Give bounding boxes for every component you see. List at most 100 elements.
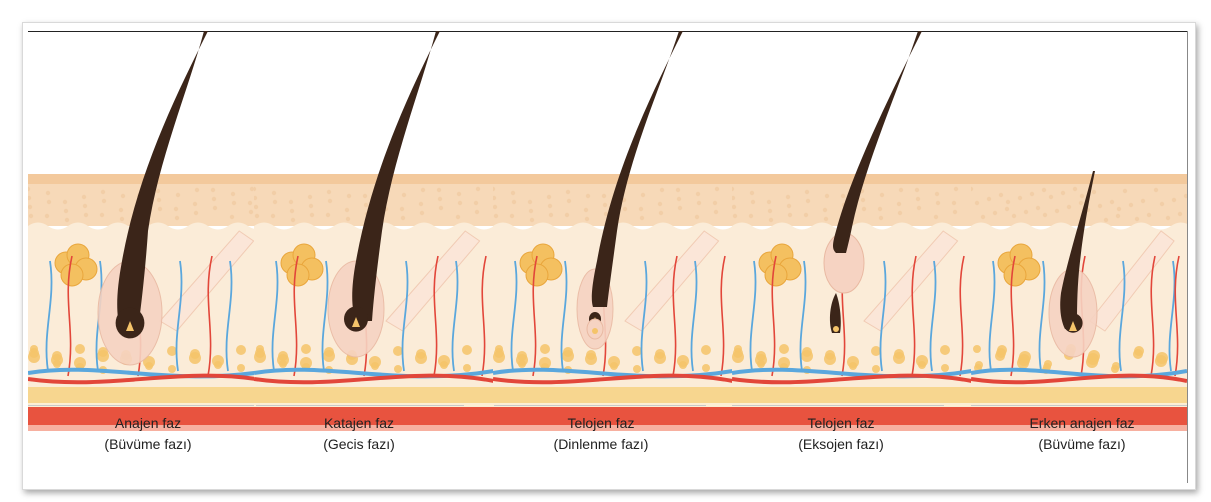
epidermis-cell (400, 207, 404, 211)
epidermis-cell (697, 201, 701, 205)
epidermis-surface (254, 174, 494, 184)
epidermis-cell (953, 210, 957, 214)
epidermis-cell (567, 199, 571, 203)
epidermis-cell (695, 215, 699, 219)
fat-cell (279, 360, 287, 368)
epidermis-cell (102, 199, 106, 203)
fat-cell (371, 362, 379, 370)
epidermis-cell (174, 207, 178, 211)
epidermis-cell (897, 202, 901, 206)
epidermis-cell (1067, 205, 1071, 209)
epidermis-cell (230, 215, 234, 219)
gland-lobe (526, 264, 548, 286)
fat-cell (145, 362, 153, 370)
fat-cell (973, 345, 981, 353)
skin-illustration-telogen-rest (493, 31, 733, 431)
epidermis-cell (402, 193, 406, 197)
epidermis-cell (1172, 198, 1176, 202)
epidermis-cell (82, 195, 86, 199)
fat-cell (1112, 362, 1120, 370)
epidermis-cell (271, 214, 275, 218)
epidermis-cell (899, 188, 903, 192)
epidermis-cell (935, 192, 939, 196)
epidermis-cell (585, 217, 589, 221)
epidermis-cell (195, 188, 199, 192)
fat-cell (701, 345, 711, 355)
fat-cell (872, 365, 880, 373)
fat-cell (301, 344, 311, 354)
epidermis-cell (603, 203, 607, 207)
fat-cell (463, 364, 471, 372)
epidermis-cell (786, 195, 790, 199)
epidermis-cell (1098, 204, 1102, 208)
epidermis-cell (806, 199, 810, 203)
fat-cell (75, 344, 85, 354)
epidermis-cell (272, 191, 276, 195)
epidermis-cell (824, 217, 828, 221)
fat-cell (168, 365, 176, 373)
epidermis-cell (100, 213, 104, 217)
epidermis-cell (28, 205, 32, 209)
gland-lobe (765, 264, 787, 286)
fat-cell (610, 362, 618, 370)
epidermis-cell (255, 214, 259, 218)
fat-cell (167, 346, 177, 356)
epidermis-cell (1129, 203, 1133, 207)
epidermis-cell (249, 210, 253, 214)
epidermis-cell (1147, 213, 1151, 217)
epidermis-cell (1092, 190, 1096, 194)
fat-cell (394, 365, 402, 373)
epidermis-cell (83, 204, 87, 208)
stage-name: Katajen faz (239, 413, 479, 434)
fat-cell (462, 345, 472, 355)
epidermis-cell (713, 201, 717, 205)
epidermis-cell (952, 201, 956, 205)
epidermis-cell (457, 192, 461, 196)
epidermis-cell (549, 213, 553, 217)
epidermis-surface (732, 174, 972, 184)
epidermis-cell (308, 195, 312, 199)
epidermis-cell (347, 194, 351, 198)
epidermis-cell (64, 209, 68, 213)
stage-subtitle: (Büvüme fazı) (28, 434, 268, 455)
epidermis-cell (1055, 209, 1059, 213)
epidermis-cell (530, 218, 534, 222)
epidermis-cell (787, 204, 791, 208)
epidermis-cell (254, 205, 258, 209)
skin-illustration-catagen (254, 31, 494, 431)
caption-divider (971, 405, 1187, 406)
gland-lobe (61, 264, 83, 286)
epidermis-cell (120, 217, 124, 221)
epidermis-cell (326, 213, 330, 217)
epidermis-cell (1006, 200, 1010, 204)
epidermis-cell (898, 211, 902, 215)
epidermis-cell (493, 205, 497, 209)
epidermis-cell (84, 213, 88, 217)
epidermis-cell (769, 218, 773, 222)
stage-subtitle: (Gecis fazı) (239, 434, 479, 455)
stage-name: Telojen faz (481, 413, 721, 434)
epidermis-cell (548, 204, 552, 208)
stage-subtitle: (Dinlenme fazı) (481, 434, 721, 455)
epidermis-cell (805, 190, 809, 194)
epidermis-cell (1073, 187, 1077, 191)
caption-telogen-rest: Telojen faz (Dinlenme fazı) (481, 413, 721, 455)
epidermis-cell (248, 201, 252, 205)
epidermis-cell (438, 197, 442, 201)
fat-cell (53, 360, 61, 368)
epidermis-cell (733, 214, 737, 218)
epidermis-cell (750, 191, 754, 195)
epidermis-cell (511, 191, 515, 195)
caption-early-anagen: Erken anajen faz (Büvüme fazı) (962, 413, 1202, 455)
epidermis-cell (45, 214, 49, 218)
epidermis-cell (474, 201, 478, 205)
epidermis-cell (291, 218, 295, 222)
epidermis-cell (639, 207, 643, 211)
epidermis-cell (1178, 212, 1182, 216)
epidermis-cell (364, 203, 368, 207)
gland-lobe (287, 264, 309, 286)
skin-illustration-early-anagen (971, 31, 1187, 431)
epidermis-cell (289, 200, 293, 204)
epidermis-surface (971, 174, 1187, 184)
